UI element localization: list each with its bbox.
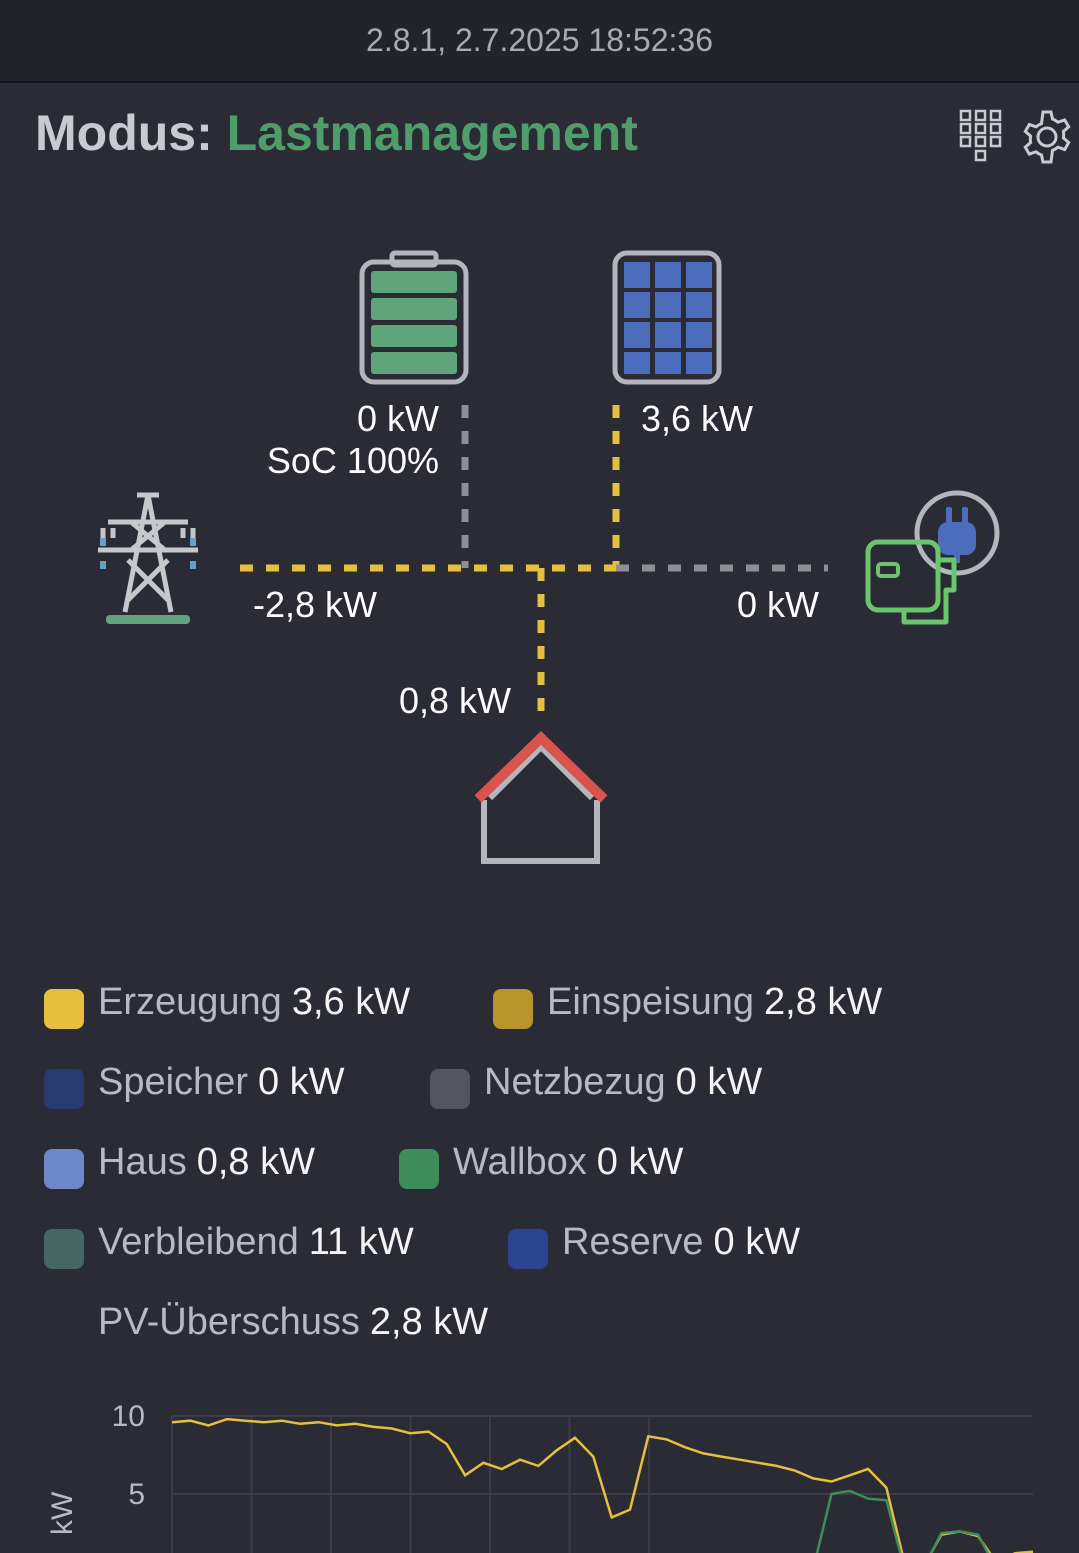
legend-swatch <box>44 1069 84 1109</box>
y-tick-label-5: 5 <box>128 1478 145 1511</box>
wallbox-power-label: 0 kW <box>736 584 819 625</box>
chart-grid <box>171 1415 1033 1553</box>
house-power-label: 0,8 kW <box>398 680 511 721</box>
battery-icon <box>359 250 469 385</box>
house-icon <box>474 731 608 864</box>
legend-swatch <box>44 1229 84 1269</box>
legend-swatch <box>399 1149 439 1189</box>
grid-power-label: -2,8 kW <box>253 584 378 625</box>
top-status-bar: 2.8.1, 2.7.2025 18:52:36 <box>0 0 1079 83</box>
grid-menu-icon[interactable] <box>958 108 1004 166</box>
mode-label: Modus: <box>35 105 213 161</box>
legend-swatch <box>493 989 533 1029</box>
mode-title: Modus: Lastmanagement <box>35 104 638 162</box>
series-line-0 <box>171 1417 1034 1553</box>
version-timestamp: 2.8.1, 2.7.2025 18:52:36 <box>366 22 713 58</box>
solar-panel-icon <box>612 250 722 385</box>
power-pylon-icon <box>98 492 198 613</box>
legend-swatch <box>44 1149 84 1189</box>
legend-swatch <box>44 989 84 1029</box>
pylon-ground <box>106 615 190 624</box>
battery-soc-label: SoC 100% <box>266 440 439 481</box>
legend-swatch <box>508 1229 548 1269</box>
pv-power-label: 3,6 kW <box>641 398 754 439</box>
mode-value[interactable]: Lastmanagement <box>226 105 638 161</box>
gear-icon[interactable] <box>1018 108 1076 166</box>
battery-power-label: 0 kW <box>356 398 439 439</box>
power-history-chart[interactable]: 10 5 kW <box>0 1390 1079 1553</box>
legend-swatch <box>430 1069 470 1109</box>
energy-flow-diagram <box>98 250 1000 864</box>
y-tick-label-10: 10 <box>112 1400 145 1433</box>
chart-lines <box>171 1417 1034 1553</box>
series-line-1 <box>815 1489 990 1553</box>
wallbox-icon <box>865 490 1000 625</box>
y-axis-label: kW <box>46 1491 79 1535</box>
pylon-insulators <box>100 538 196 569</box>
